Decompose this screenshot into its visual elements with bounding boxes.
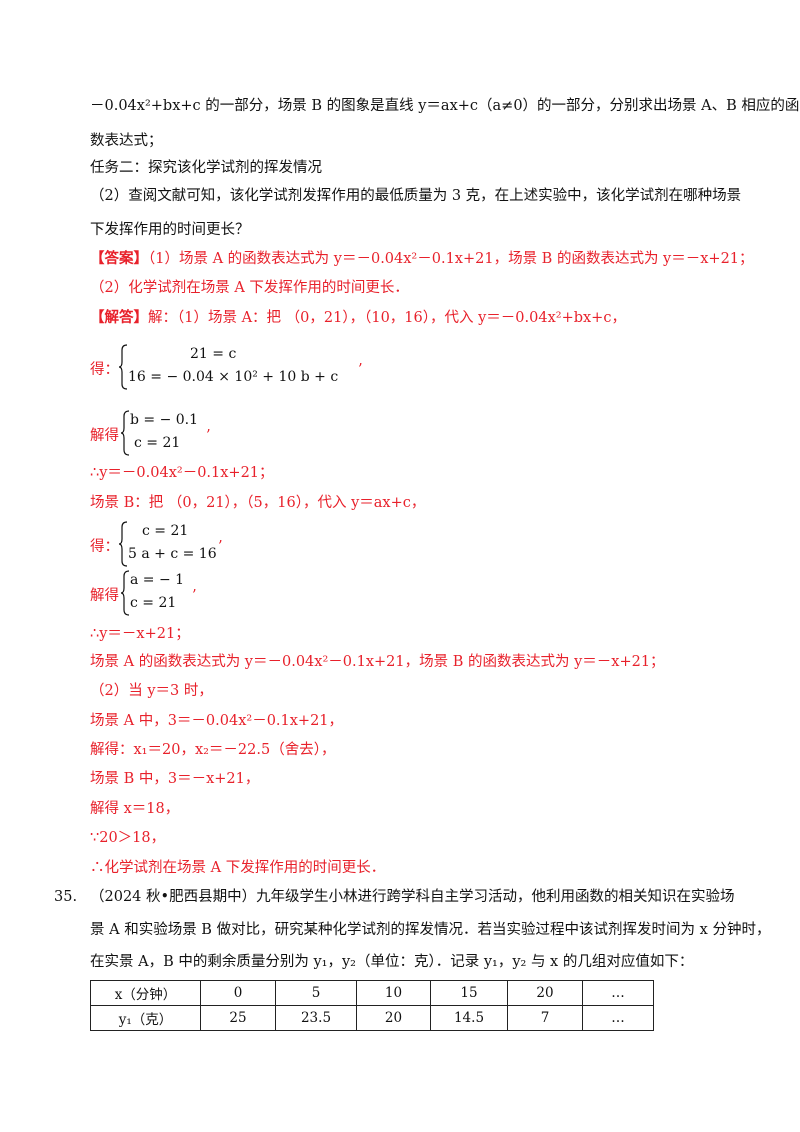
text-line: －0.04x²+bx+c 的一部分，场景 B 的图象是直线 y＝ax+c（a≠0… <box>90 98 800 114</box>
text-line: 数表达式； <box>90 133 163 149</box>
text-line: 下发挥作用的时间更长？ <box>90 222 250 238</box>
table-cell: 14.5 <box>430 1005 508 1031</box>
solution-line: 场景 B：把 （0，21），（5，16），代入 y＝ax+c， <box>90 495 426 511</box>
brace-icon <box>120 570 130 616</box>
solution-line: ∴化学试剂在场景 A 下发挥作用的时间更长． <box>90 860 386 876</box>
equation-system: 解得 b = − 0.1 c = 21 ’ <box>90 410 290 458</box>
solution-line: ∵20＞18， <box>90 830 166 846</box>
brace-icon <box>120 410 130 456</box>
table-cell: 23.5 <box>275 1005 357 1031</box>
brace-icon <box>118 344 128 390</box>
answer-line: （2）化学试剂在场景 A 下发挥作用的时间更长． <box>90 280 409 296</box>
question-number: 35. <box>54 889 78 905</box>
table-cell: 20 <box>507 980 583 1006</box>
data-table: x（分钟） 0 5 10 15 20 … y₁（克） 25 23.5 20 14… <box>90 980 654 1031</box>
table-cell: y₁（克） <box>90 1005 201 1031</box>
table-cell: 15 <box>430 980 508 1006</box>
table-cell: x（分钟） <box>90 980 201 1006</box>
table-row: x（分钟） 0 5 10 15 20 … <box>90 980 654 1006</box>
table-cell: 7 <box>507 1005 583 1031</box>
equation-system: 得： 21 = c 16 = − 0.04 × 10² + 10 b + c ’ <box>90 344 390 392</box>
table-row: y₁（克） 25 23.5 20 14.5 7 … <box>90 1005 654 1031</box>
table-cell: 20 <box>356 1005 431 1031</box>
table-cell: 5 <box>275 980 357 1006</box>
text-line: 任务二：探究该化学试剂的挥发情况 <box>90 160 322 176</box>
solution-line: 解得：x₁＝20，x₂＝－22.5（舍去）， <box>90 742 336 758</box>
text-line: （2）查阅文献可知，该化学试剂发挥作用的最低质量为 3 克，在上述实验中，该化学… <box>90 188 742 204</box>
solution-line: 场景 A 中，3＝－0.04x²－0.1x+21， <box>90 713 344 729</box>
equation-system: 得： c = 21 5 a + c = 16 ’ <box>90 521 290 569</box>
equation-system: 解得 a = − 1 c = 21 ’ <box>90 570 290 618</box>
answer-line: 【答案】（1）场景 A 的函数表达式为 y＝－0.04x²－0.1x+21，场景… <box>90 250 754 267</box>
question-line: （2024 秋•肥西县期中）九年级学生小林进行跨学科自主学习活动，他利用函数的相… <box>90 889 735 905</box>
solution-line: ∴y＝－x+21； <box>90 626 190 642</box>
solution-line: ∴y＝－0.04x²－0.1x+21； <box>90 465 274 481</box>
solution-line: 【解答】解：（1）场景 A：把 （0，21），（10，16），代入 y＝－0.0… <box>90 309 626 326</box>
solution-line: 解得 x＝18， <box>90 801 180 817</box>
table-cell: … <box>582 1005 654 1031</box>
solution-line: （2）当 y＝3 时， <box>90 683 213 699</box>
table-cell: … <box>582 980 654 1006</box>
brace-icon <box>118 521 128 567</box>
question-line: 在实景 A，B 中的剩余质量分别为 y₁，y₂（单位：克）．记录 y₁，y₂ 与… <box>90 954 694 970</box>
solution-line: 场景 B 中，3＝－x+21， <box>90 771 260 787</box>
table-cell: 0 <box>200 980 276 1006</box>
table-cell: 25 <box>200 1005 276 1031</box>
question-line: 景 A 和实验场景 B 做对比，研究某种化学试剂的挥发情况．若当实验过程中该试剂… <box>90 922 771 938</box>
solution-line: 场景 A 的函数表达式为 y＝－0.04x²－0.1x+21，场景 B 的函数表… <box>90 654 665 670</box>
table-cell: 10 <box>356 980 431 1006</box>
